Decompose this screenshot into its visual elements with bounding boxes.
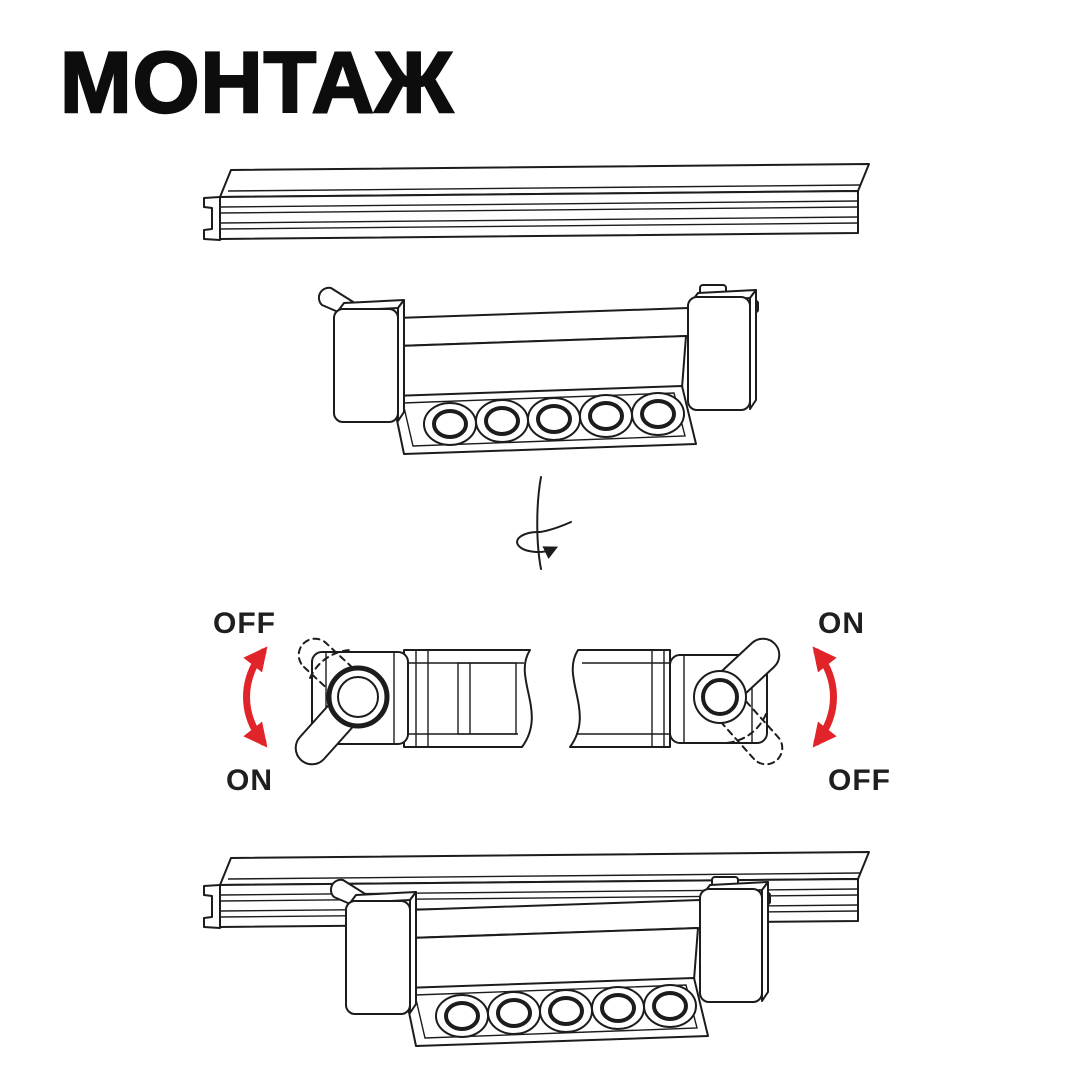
label-off-left: OFF bbox=[213, 607, 276, 640]
rotate-arrow-right-icon bbox=[812, 646, 837, 748]
rotate-arrow-left-icon bbox=[243, 646, 268, 748]
page-title: МОНТАЖ bbox=[59, 35, 454, 131]
rotate-axis-icon bbox=[516, 476, 572, 570]
right-switch-hub bbox=[669, 637, 784, 766]
label-on-right: ON bbox=[818, 607, 865, 640]
track-light-fixture bbox=[316, 283, 760, 456]
track-rail-top bbox=[203, 163, 870, 241]
label-on-left: ON bbox=[226, 764, 273, 797]
fixture-bottom-view bbox=[403, 649, 671, 748]
left-switch-hub bbox=[294, 637, 409, 766]
label-off-right: OFF bbox=[828, 764, 891, 797]
switch-lever-diagram: OFF ON ON OFF bbox=[213, 607, 891, 797]
